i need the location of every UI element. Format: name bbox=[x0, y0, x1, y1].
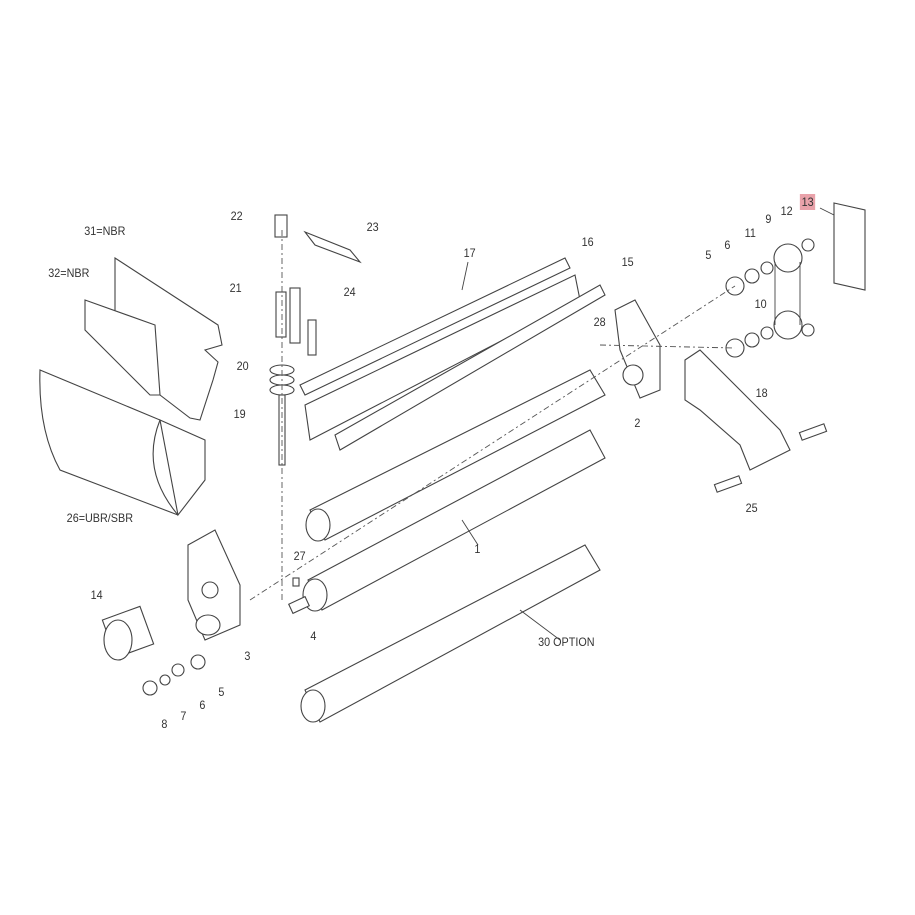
washer-5 bbox=[190, 654, 206, 670]
part-4 bbox=[287, 595, 311, 615]
washer-8 bbox=[142, 680, 158, 696]
label-9: 9 bbox=[765, 212, 772, 226]
label-10: 10 bbox=[754, 297, 767, 311]
ring-6 bbox=[171, 663, 185, 677]
label-23: 23 bbox=[366, 220, 379, 234]
shaft-18 bbox=[684, 349, 791, 471]
label-6-right: 6 bbox=[724, 238, 731, 252]
label-22: 22 bbox=[230, 209, 243, 223]
label-13-highlighted[interactable]: 13 bbox=[799, 194, 816, 210]
label-5-right: 5 bbox=[705, 248, 712, 262]
roller-30-option bbox=[300, 544, 601, 723]
part-22 bbox=[274, 214, 288, 238]
label-7: 7 bbox=[180, 709, 187, 723]
roller-1 bbox=[302, 429, 606, 612]
label-24: 24 bbox=[343, 285, 356, 299]
sprocket-lower bbox=[773, 310, 803, 340]
label-5-left: 5 bbox=[218, 685, 225, 699]
label-32: 32=NBR bbox=[48, 266, 90, 280]
bar-17 bbox=[299, 257, 571, 396]
label-21: 21 bbox=[229, 281, 242, 295]
label-1: 1 bbox=[474, 542, 481, 556]
label-20: 20 bbox=[236, 359, 249, 373]
label-27: 27 bbox=[293, 549, 306, 563]
label-30-option: 30 OPTION bbox=[538, 635, 595, 649]
part-21 bbox=[275, 291, 287, 338]
label-16: 16 bbox=[581, 235, 594, 249]
motor-14 bbox=[101, 605, 155, 661]
ring-7 bbox=[159, 674, 171, 686]
sprocket-9 bbox=[773, 243, 803, 273]
bolt-25 bbox=[713, 475, 743, 493]
label-25: 25 bbox=[745, 501, 758, 515]
cover-13 bbox=[833, 202, 866, 291]
label-6-left: 6 bbox=[199, 698, 206, 712]
label-31: 31=NBR bbox=[84, 224, 126, 238]
label-18: 18 bbox=[755, 386, 768, 400]
label-17: 17 bbox=[463, 246, 476, 260]
bracket-2 bbox=[614, 299, 661, 399]
panel-32 bbox=[84, 299, 161, 396]
label-3: 3 bbox=[244, 649, 251, 663]
label-15: 15 bbox=[621, 255, 634, 269]
washer-5-right bbox=[725, 276, 745, 296]
bolt bbox=[798, 423, 828, 441]
cover-26-tab bbox=[159, 419, 206, 517]
part-23 bbox=[303, 230, 362, 264]
label-8: 8 bbox=[161, 717, 168, 731]
label-26: 26=UBR/SBR bbox=[66, 511, 134, 525]
part-24 bbox=[307, 319, 317, 356]
label-2: 2 bbox=[634, 416, 641, 430]
label-11: 11 bbox=[744, 226, 756, 240]
label-12: 12 bbox=[780, 204, 793, 218]
label-14: 14 bbox=[90, 588, 103, 602]
label-28: 28 bbox=[593, 315, 606, 329]
roller-upper bbox=[305, 369, 606, 542]
part-27 bbox=[292, 577, 300, 587]
bar-15 bbox=[334, 284, 606, 451]
label-4: 4 bbox=[310, 629, 317, 643]
label-19: 19 bbox=[233, 407, 246, 421]
